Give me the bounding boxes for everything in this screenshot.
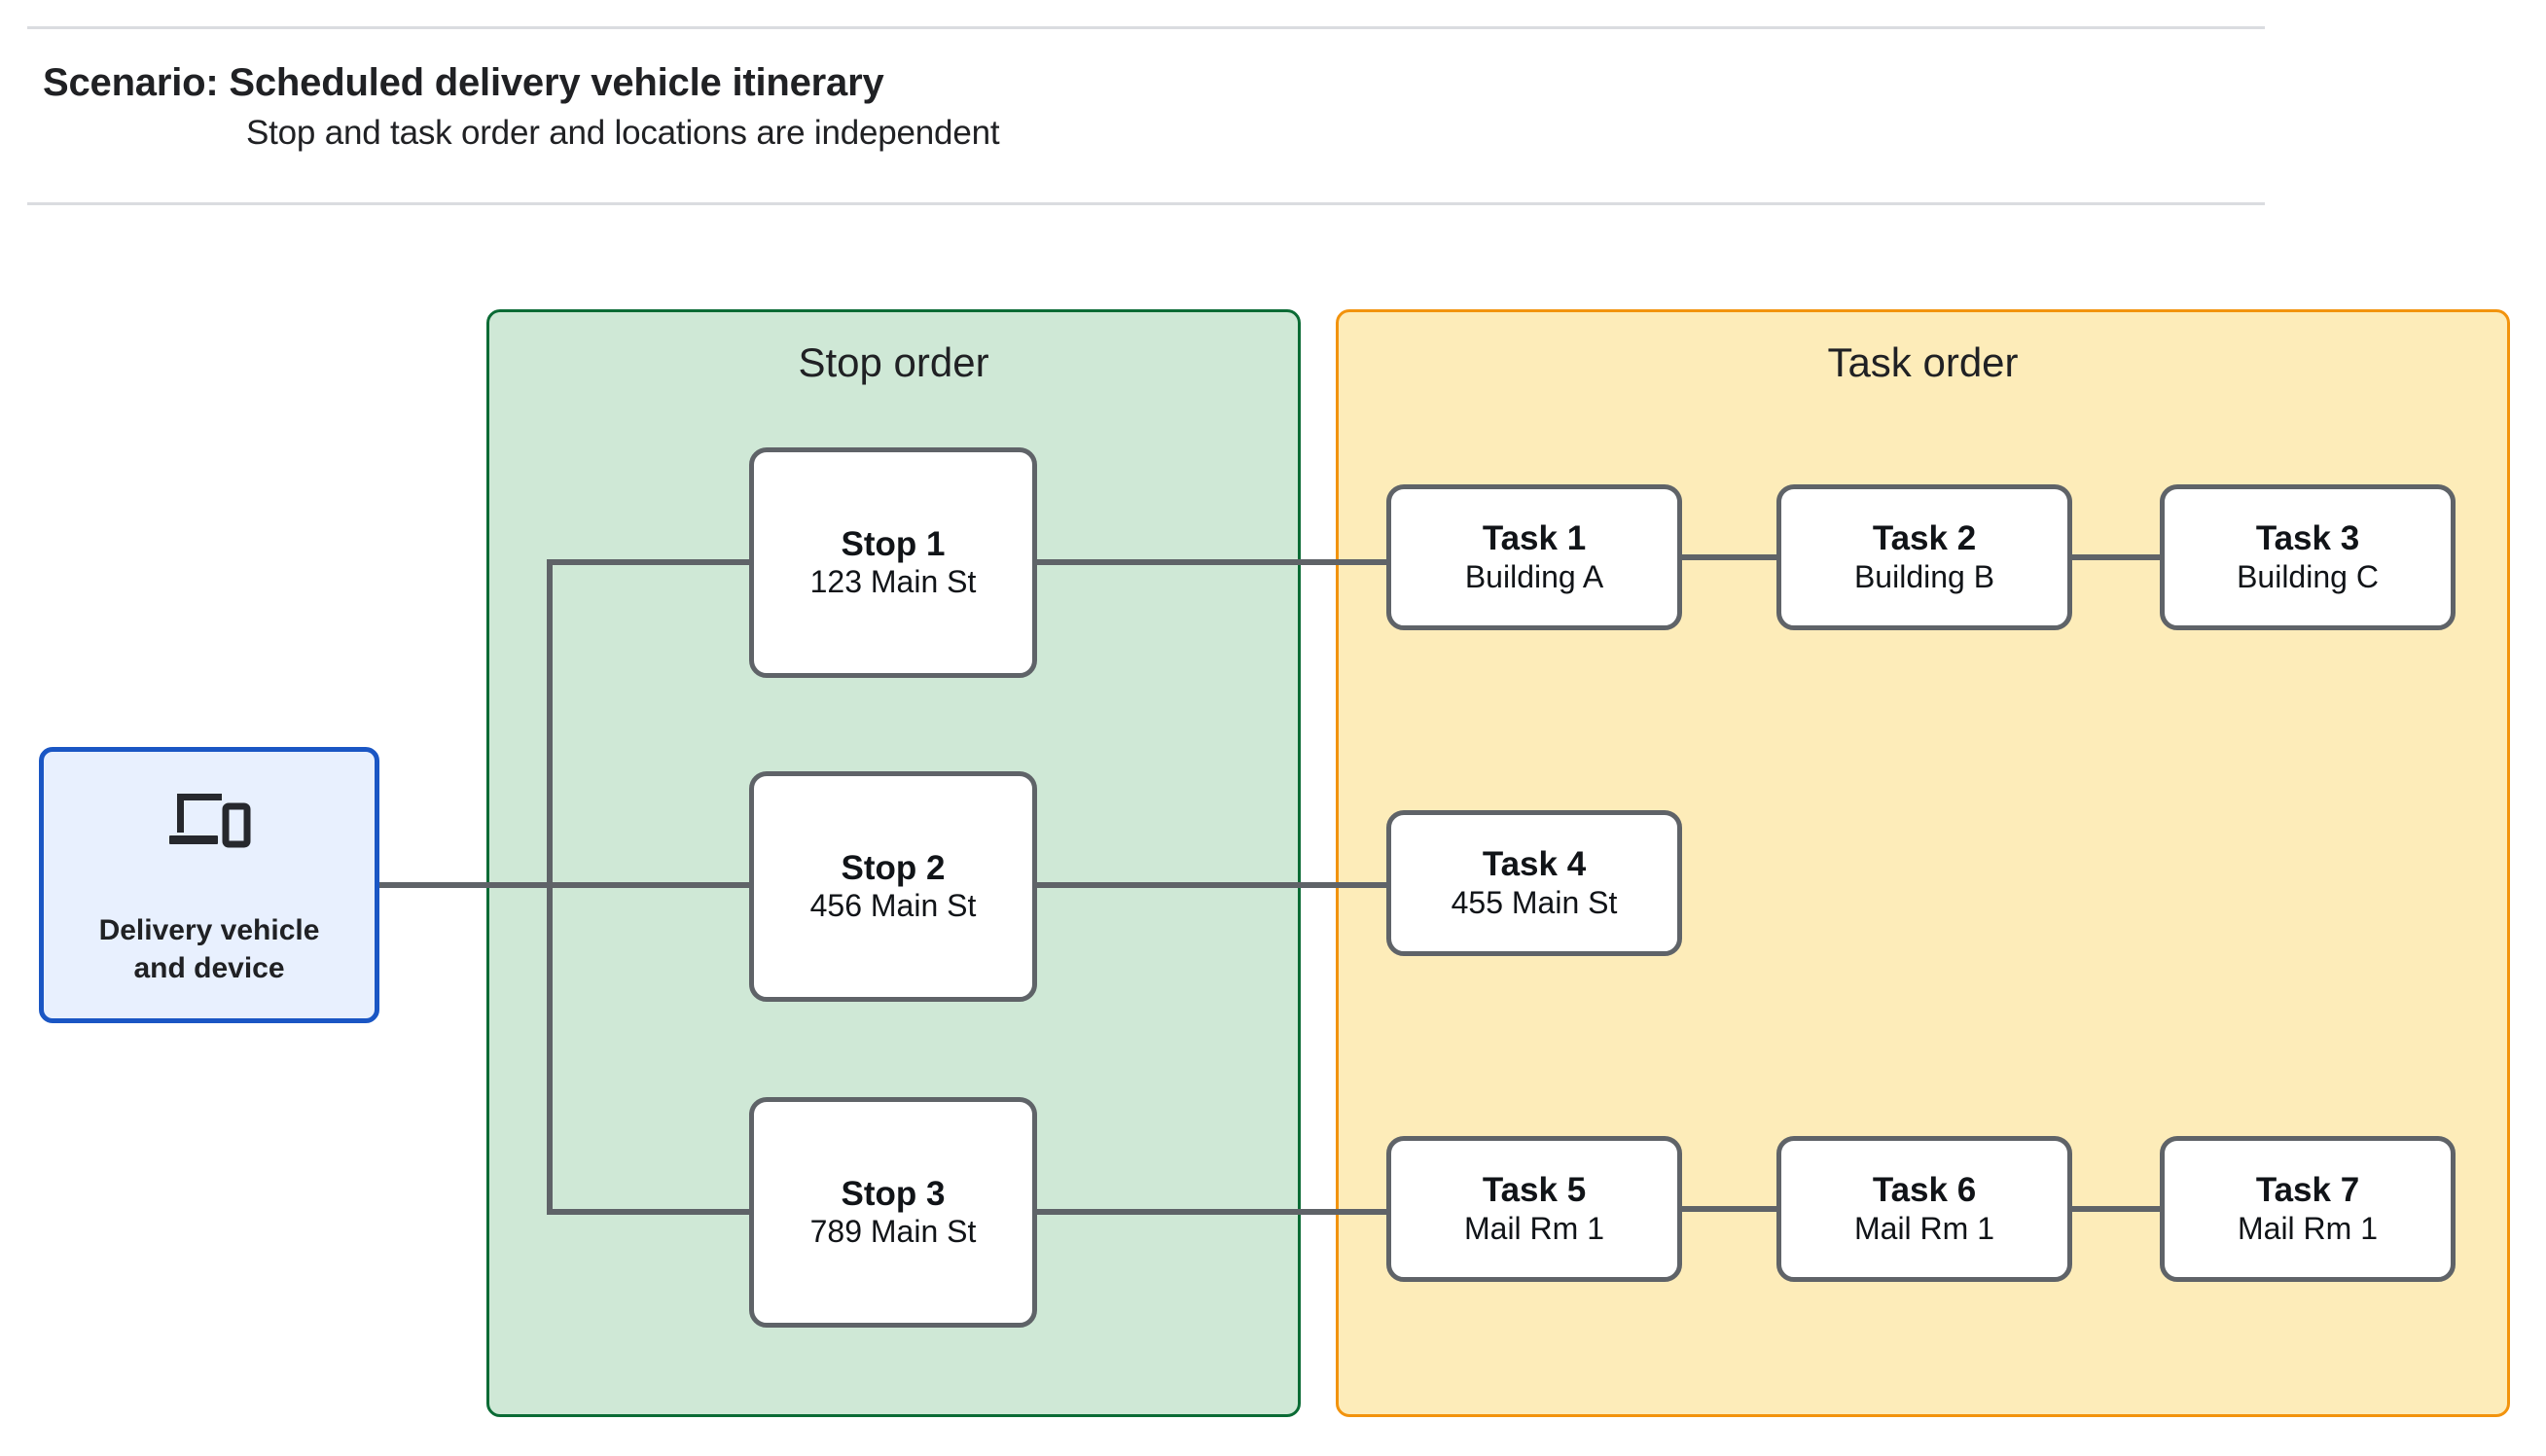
node-delivery-vehicle-label: Delivery vehicle and device xyxy=(98,914,320,984)
group-task-order-label: Task order xyxy=(1827,339,2019,385)
connector-trunk-to-stop-1 xyxy=(547,559,753,565)
node-stop-2-title: Stop 2 xyxy=(841,848,946,887)
node-stop-1-location: 123 Main St xyxy=(809,564,977,600)
node-task-1-location: Building A xyxy=(1464,558,1604,594)
node-delivery-vehicle[interactable]: Delivery vehicle and device xyxy=(39,747,379,1023)
node-task-7-title: Task 7 xyxy=(2255,1171,2360,1210)
connector-task-5-to-task-6 xyxy=(1677,1206,1780,1212)
node-task-5-location: Mail Rm 1 xyxy=(1463,1210,1604,1246)
node-task-5[interactable]: Task 5 Mail Rm 1 xyxy=(1386,1136,1682,1282)
node-stop-2[interactable]: Stop 2 456 Main St xyxy=(749,771,1037,1002)
node-stop-1-title: Stop 1 xyxy=(841,524,946,563)
connector-task-6-to-task-7 xyxy=(2066,1206,2164,1212)
node-task-5-title: Task 5 xyxy=(1482,1171,1587,1210)
page-subtitle: Stop and task order and locations are in… xyxy=(246,114,1000,152)
node-task-2[interactable]: Task 2 Building B xyxy=(1776,484,2072,630)
node-task-1-title: Task 1 xyxy=(1482,519,1587,558)
node-stop-3-location: 789 Main St xyxy=(809,1214,977,1250)
node-task-6[interactable]: Task 6 Mail Rm 1 xyxy=(1776,1136,2072,1282)
connector-task-1-to-task-2 xyxy=(1677,554,1780,560)
header-divider-bottom xyxy=(27,202,2265,205)
devices-icon xyxy=(167,789,251,851)
node-task-1[interactable]: Task 1 Building A xyxy=(1386,484,1682,630)
node-task-4-location: 455 Main St xyxy=(1451,884,1618,920)
node-task-3[interactable]: Task 3 Building C xyxy=(2160,484,2456,630)
node-task-7[interactable]: Task 7 Mail Rm 1 xyxy=(2160,1136,2456,1282)
node-task-3-title: Task 3 xyxy=(2255,519,2360,558)
connector-task-2-to-task-3 xyxy=(2066,554,2164,560)
connector-trunk-to-stop-2 xyxy=(547,882,753,888)
connector-stop-3-to-task-5 xyxy=(1033,1209,1390,1215)
node-task-4[interactable]: Task 4 455 Main St xyxy=(1386,810,1682,956)
node-task-7-location: Mail Rm 1 xyxy=(2237,1210,2378,1246)
group-stop-order-label: Stop order xyxy=(798,339,989,385)
node-stop-3-title: Stop 3 xyxy=(841,1174,946,1213)
node-task-6-location: Mail Rm 1 xyxy=(1853,1210,1994,1246)
node-task-3-location: Building C xyxy=(2237,558,2379,594)
node-stop-2-location: 456 Main St xyxy=(809,888,977,924)
header-divider-top xyxy=(27,26,2265,29)
connector-trunk-vertical xyxy=(547,561,553,1215)
node-stop-3[interactable]: Stop 3 789 Main St xyxy=(749,1097,1037,1328)
node-stop-1[interactable]: Stop 1 123 Main St xyxy=(749,447,1037,678)
node-task-2-title: Task 2 xyxy=(1872,519,1977,558)
node-task-4-title: Task 4 xyxy=(1482,845,1587,884)
node-task-6-title: Task 6 xyxy=(1872,1171,1977,1210)
page-title: Scenario: Scheduled delivery vehicle iti… xyxy=(43,61,884,104)
connector-stop-2-to-task-4 xyxy=(1033,882,1390,888)
connector-stop-1-to-task-1 xyxy=(1033,559,1390,565)
node-task-2-location: Building B xyxy=(1853,558,1995,594)
connector-trunk-to-stop-3 xyxy=(547,1209,753,1215)
connector-vehicle-to-trunk xyxy=(377,882,553,888)
